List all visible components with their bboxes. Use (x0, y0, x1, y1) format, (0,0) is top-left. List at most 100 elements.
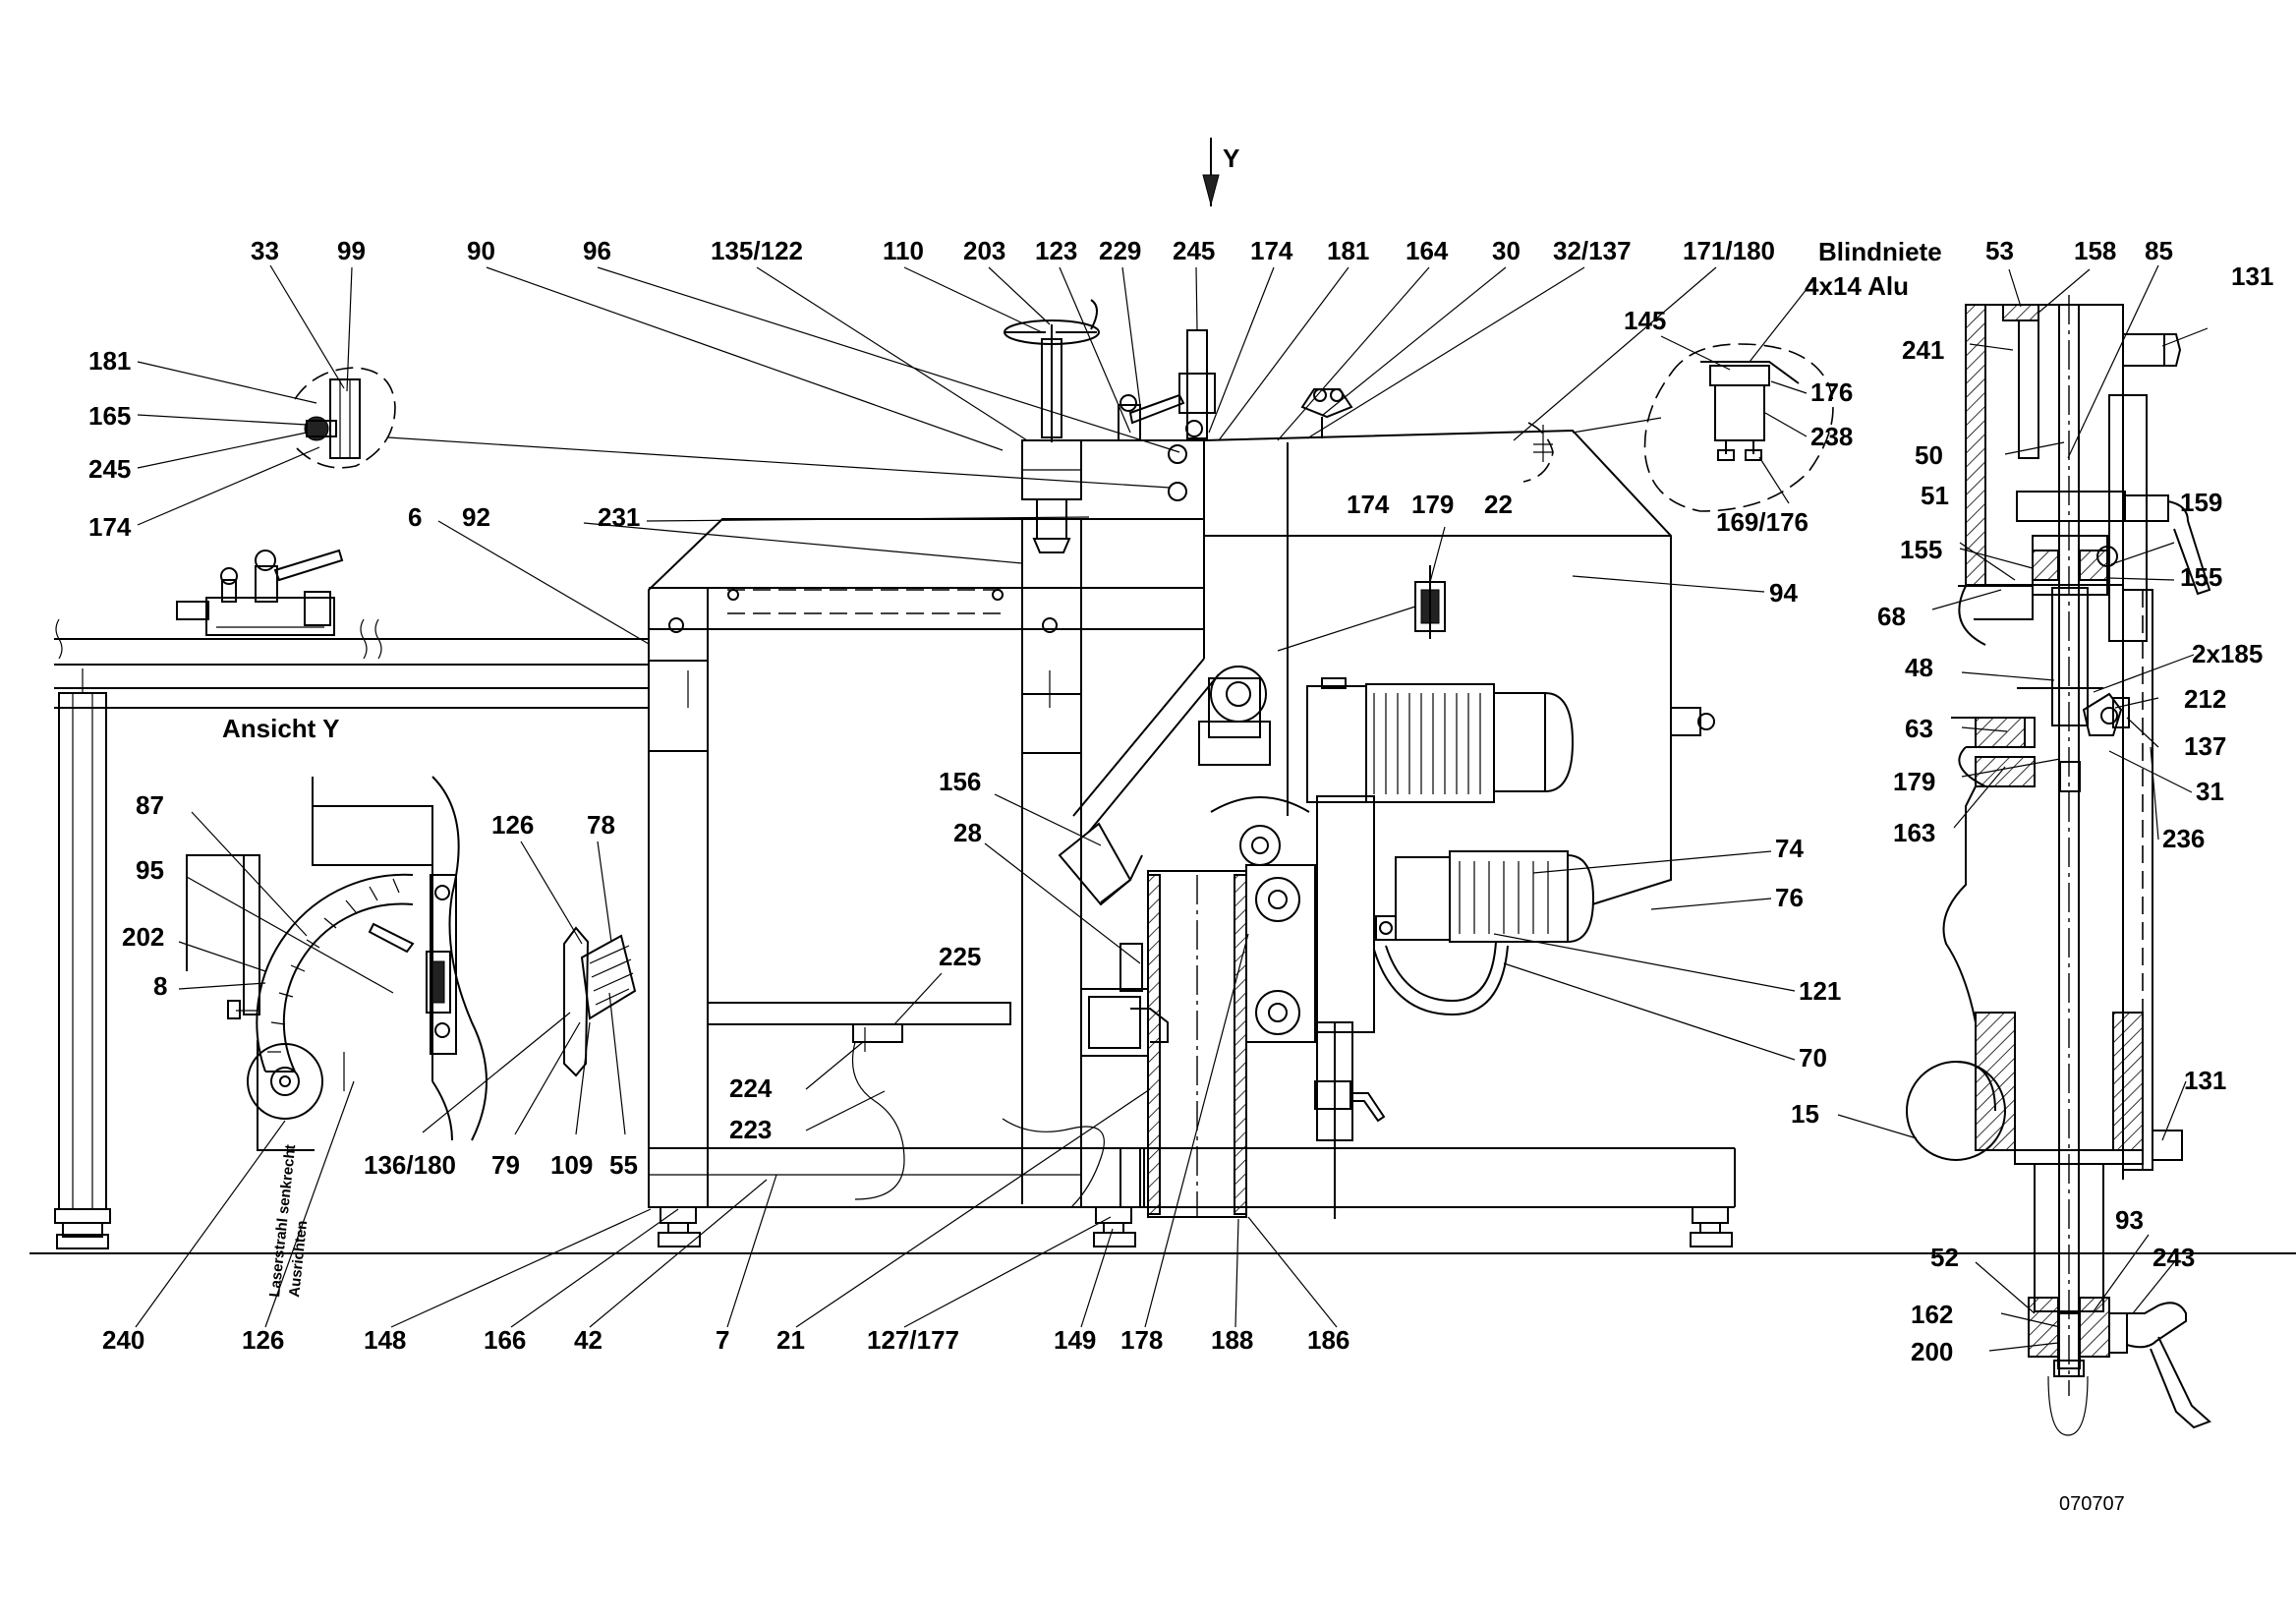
part-label: 30 (1492, 236, 1521, 265)
part-label: 79 (491, 1150, 520, 1180)
blind-rivet-note-line-1: Blindniete (1818, 237, 1942, 266)
part-label: 178 (1120, 1325, 1163, 1355)
part-label: 165 (88, 401, 131, 431)
part-label: 126 (242, 1325, 284, 1355)
part-label: 50 (1915, 440, 1943, 470)
cutter-assembly (1002, 666, 1386, 1219)
part-label: 163 (1893, 818, 1935, 847)
part-label: 109 (550, 1150, 593, 1180)
part-label: 48 (1905, 653, 1933, 682)
part-label: 99 (337, 236, 366, 265)
part-label: 229 (1099, 236, 1141, 265)
part-label: 51 (1921, 481, 1949, 510)
machine-geometry (29, 138, 2296, 1436)
part-label: 174 (1250, 236, 1293, 265)
part-label: 241 (1902, 335, 1944, 365)
part-label: 8 (153, 971, 167, 1001)
part-label: 42 (574, 1325, 603, 1355)
extension-table (54, 549, 649, 1249)
part-label: 156 (939, 767, 981, 796)
part-label: 240 (102, 1325, 144, 1355)
part-label: 164 (1406, 236, 1449, 265)
part-label: 148 (364, 1325, 406, 1355)
part-label: 123 (1035, 236, 1077, 265)
height-adjust-handwheel (1004, 299, 1216, 553)
part-label: 92 (462, 502, 490, 532)
part-label: 224 (729, 1073, 773, 1103)
part-label: 90 (467, 236, 495, 265)
part-label: 188 (1211, 1325, 1253, 1355)
part-label: 158 (2074, 236, 2116, 265)
part-label: 32/137 (1553, 236, 1632, 265)
part-label: 166 (484, 1325, 526, 1355)
part-label: 127/177 (867, 1325, 959, 1355)
part-label: 162 (1911, 1300, 1953, 1329)
part-label: 149 (1054, 1325, 1096, 1355)
part-label: 87 (136, 790, 164, 820)
view-marker-label: Y (1223, 144, 1239, 173)
view-arrow-y (1202, 138, 1220, 206)
part-label: 76 (1775, 883, 1804, 912)
part-label: 155 (1900, 535, 1942, 564)
part-label: 63 (1905, 714, 1933, 743)
part-label: 181 (88, 346, 131, 376)
part-label: 181 (1327, 236, 1369, 265)
part-label: 145 (1624, 306, 1666, 335)
detail-right-top (1572, 343, 1834, 512)
part-label: 93 (2115, 1205, 2144, 1235)
part-label: 94 (1769, 578, 1798, 608)
part-label: 135/122 (711, 236, 803, 265)
part-label: 155 (2180, 562, 2222, 592)
part-label: 179 (1893, 767, 1935, 796)
part-label: 53 (1985, 236, 2014, 265)
part-label: 95 (136, 855, 164, 885)
machine-housing (1022, 388, 1715, 905)
machine-frame (648, 518, 1736, 1247)
part-label: 110 (883, 236, 924, 265)
part-label: 231 (598, 502, 640, 532)
part-label: 169/176 (1716, 507, 1808, 537)
part-label: 186 (1307, 1325, 1349, 1355)
part-label: 21 (776, 1325, 805, 1355)
side-section-view (1906, 295, 2211, 1436)
part-label: 52 (1930, 1243, 1959, 1272)
part-label: 212 (2184, 684, 2226, 714)
part-label: 203 (963, 236, 1005, 265)
part-label: 28 (953, 818, 982, 847)
part-label: 176 (1810, 377, 1853, 407)
part-label: 55 (609, 1150, 638, 1180)
part-label: 245 (1173, 236, 1215, 265)
detail-left-top (294, 367, 1171, 489)
blind-rivet-note-line-2: 4x14 Alu (1805, 271, 1909, 301)
part-label: 236 (2162, 824, 2205, 853)
part-label: 68 (1877, 602, 1906, 631)
part-label: 74 (1775, 834, 1804, 863)
part-label: 137 (2184, 731, 2226, 761)
part-label: 2x185 (2192, 639, 2263, 668)
leader-lines (135, 264, 2209, 1352)
part-label: 174 (1347, 490, 1390, 519)
drawing-number: 070707 (2059, 1493, 2125, 1515)
part-label: 70 (1799, 1043, 1827, 1073)
part-label: 225 (939, 942, 981, 971)
part-label: 159 (2180, 488, 2222, 517)
part-label: 22 (1484, 490, 1513, 519)
view-arrow-label: Y (1223, 144, 1239, 173)
part-label: 31 (2196, 777, 2224, 806)
part-label: 7 (716, 1325, 729, 1355)
part-label: 131 (2231, 261, 2273, 291)
part-label: 223 (729, 1115, 772, 1144)
part-label: 15 (1791, 1099, 1819, 1129)
part-label: 33 (251, 236, 279, 265)
part-label: 126 (491, 810, 534, 840)
part-label: 6 (408, 502, 422, 532)
part-label: 238 (1810, 422, 1853, 451)
part-label: 131 (2184, 1066, 2226, 1095)
motors (1306, 677, 1595, 1016)
view-title: Ansicht Y (222, 714, 339, 743)
part-label: 179 (1411, 490, 1454, 519)
angle-gauge (186, 776, 488, 1151)
part-label: 200 (1911, 1337, 1953, 1366)
part-label: 121 (1799, 976, 1841, 1006)
